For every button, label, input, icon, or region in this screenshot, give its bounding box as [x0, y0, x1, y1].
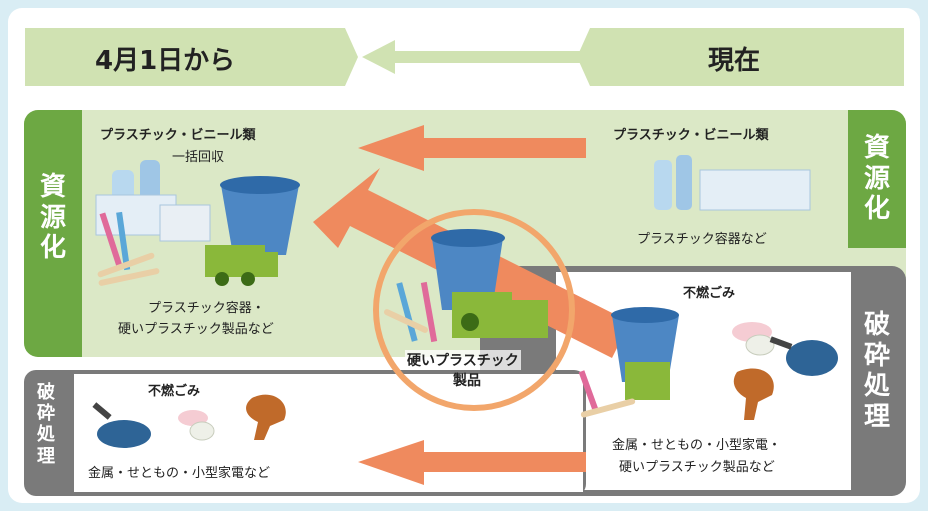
right-resource-side-label: 資 源 化	[862, 133, 892, 225]
right-resource-caption: プラスチック容器など	[637, 232, 767, 247]
side-char: 理	[863, 402, 890, 433]
side-char: 破	[863, 310, 890, 340]
left-resource-title: プラスチック・ビニール類	[100, 128, 256, 143]
cutlery-icon	[580, 398, 636, 418]
top-arrow	[358, 125, 586, 171]
side-char: 処	[863, 371, 890, 402]
hair-dryer-icon	[246, 394, 286, 440]
left-resource-caption-2: 硬いプラスチック製品など	[118, 322, 274, 337]
bucket-icon	[220, 176, 300, 255]
left-crush-side-label: 破 砕 処 理	[34, 382, 58, 467]
side-char: 理	[37, 445, 55, 467]
left-resource-side	[24, 110, 82, 357]
frying-pan-icon	[769, 336, 838, 376]
left-crush-caption: 金属・せともの・小型家電など	[88, 466, 271, 481]
toy-train-icon	[625, 362, 670, 400]
cutlery-icon	[97, 252, 160, 286]
left-resource-sub: 一括回収	[172, 150, 225, 165]
right-crush-caption-2: 硬いプラスチック製品など	[619, 460, 775, 475]
left-crush-title: 不燃ごみ	[148, 384, 201, 399]
left-resource-caption-1: プラスチック容器・	[148, 301, 265, 316]
side-char: 化	[39, 233, 66, 264]
before-header-label: 現在	[708, 46, 761, 76]
after-header-bar	[25, 28, 358, 86]
side-char: 処	[37, 424, 55, 446]
center-label-2: 製品	[453, 373, 481, 389]
right-resource-title: プラスチック・ビニール類	[613, 128, 769, 143]
side-char: 破	[37, 382, 55, 403]
side-char: 源	[39, 202, 66, 233]
after-header-label: 4月1日から	[95, 46, 236, 76]
hair-dryer-icon	[733, 368, 774, 420]
toy-train-icon	[205, 245, 278, 286]
ceramic-cup-icon	[732, 322, 775, 356]
side-char: 資	[39, 172, 66, 202]
toothbrush-icon	[99, 211, 131, 271]
toothbrush-icon	[578, 370, 600, 414]
right-crush-title: 不燃ごみ	[683, 286, 736, 301]
left-resource-side-label: 資 源 化	[38, 172, 68, 264]
side-char: 資	[863, 133, 890, 163]
toy-train-icon	[452, 292, 548, 338]
side-char: 源	[863, 163, 890, 194]
left-crush-content	[74, 374, 583, 492]
side-char: 砕	[863, 340, 890, 371]
right-crush-side-label: 破 砕 処 理	[862, 310, 892, 433]
right-crush-content	[556, 272, 851, 490]
center-circle	[373, 209, 575, 411]
center-label-1: 硬いプラスチック	[405, 350, 521, 370]
right-resource-side	[848, 110, 906, 248]
plastic-bottles-icon	[654, 155, 811, 211]
header-arrow	[362, 40, 588, 74]
cutlery-icon	[383, 309, 429, 333]
side-char: 化	[863, 194, 890, 225]
before-header-bar	[577, 28, 904, 86]
right-crush-caption-1: 金属・せともの・小型家電・	[612, 438, 782, 453]
frying-pan-icon	[92, 402, 151, 448]
side-char: 砕	[37, 403, 55, 425]
ceramic-cup-icon	[178, 410, 215, 441]
bottom-arrow	[358, 440, 586, 485]
